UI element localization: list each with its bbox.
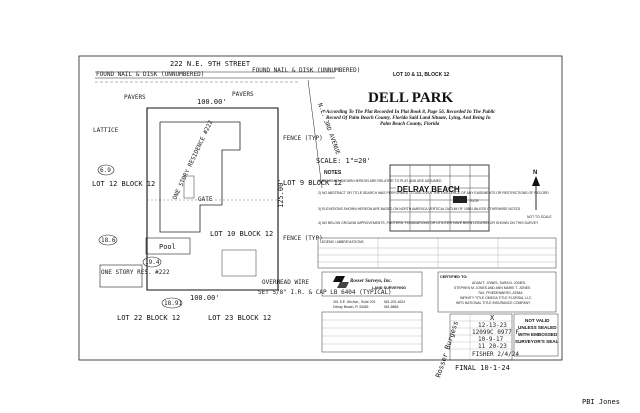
svg-text:WITH EMBOSSED: WITH EMBOSSED bbox=[518, 332, 558, 337]
pavers-label: PAVERS bbox=[124, 94, 146, 101]
field-panel: 12099C 0977 F bbox=[472, 329, 519, 336]
svg-text:6.9: 6.9 bbox=[100, 167, 111, 174]
subdivision-title: DELL PARK bbox=[368, 90, 453, 106]
certified-line-1: ADAM T. JONES, SARA N. JONES, bbox=[472, 281, 526, 285]
fence-label-2: FENCE (TYP) bbox=[283, 235, 323, 242]
field-flood-zone: X bbox=[490, 314, 495, 322]
stair-block bbox=[183, 175, 195, 199]
elevation-18-91: 18.91 bbox=[161, 297, 182, 309]
shed-outline bbox=[221, 249, 257, 277]
note-2: 2) NO ABSTRACT OR TITLE SEARCH WAS PERFO… bbox=[318, 191, 549, 195]
certified-line-3: TAX, FRIEDENBERG, ATIMA bbox=[478, 291, 523, 295]
not-to-scale-label: NOT TO SCALE bbox=[527, 215, 552, 219]
company-name: Rosser Surveys, Inc. bbox=[350, 279, 392, 284]
north-arrow-icon: N bbox=[532, 170, 540, 210]
legend-heading: LEGEND / ABBREVIATIONS bbox=[320, 240, 364, 244]
location-map: DELRAY BEACH SITE N NOT TO SCALE bbox=[389, 164, 552, 232]
elevation-19-4: 19.4 bbox=[142, 256, 162, 268]
overhead-wire-label: OVERHEAD WIRE bbox=[262, 279, 309, 286]
company-logo-icon bbox=[333, 276, 349, 288]
note-3: 3) ELEVATIONS SHOWN HEREON ARE BASED ON … bbox=[318, 207, 521, 211]
svg-text:NOT VALID: NOT VALID bbox=[525, 318, 550, 323]
company-block: Rosser Surveys, Inc. LAND SURVEYING 301 … bbox=[321, 271, 423, 353]
avenue-line bbox=[307, 79, 323, 189]
field-date-1: 12-13-23 bbox=[478, 322, 507, 329]
elevation-6-9: 6.9 bbox=[97, 164, 115, 176]
map-site-box bbox=[453, 196, 467, 203]
street-label: 222 N.E. 9TH STREET bbox=[170, 60, 251, 68]
not-valid-stamp: NOT VALID UNLESS SEALED WITH EMBOSSED SU… bbox=[513, 313, 559, 357]
lot22-label: LOT 22 BLOCK 12 bbox=[117, 314, 180, 322]
plat-line-2: Record Of Palm Beach County, Florida Sai… bbox=[326, 116, 491, 121]
company-fax: 561-8868 bbox=[384, 305, 398, 309]
gate-label: GATE bbox=[198, 196, 213, 203]
plat-line-3: Palm Beach County, Florida bbox=[380, 122, 440, 127]
map-site-label: SITE bbox=[470, 198, 479, 203]
residence-label: ONE STORY RESIDENCE #222 bbox=[171, 119, 214, 201]
pavers-label-2: PAVERS bbox=[232, 91, 254, 98]
certified-block: CERTIFIED TO: ADAM T. JONES, SARA N. JON… bbox=[437, 271, 557, 313]
lot-block-title: LOT 10 & 11, BLOCK 12 bbox=[393, 72, 449, 78]
svg-text:18.91: 18.91 bbox=[164, 300, 182, 307]
lot12-label: LOT 12 BLOCK 12 bbox=[92, 180, 155, 188]
pool-label: Pool bbox=[159, 243, 176, 251]
certified-line-2: STEPHEN M. JONES AND ANN MARIE T. JONES bbox=[454, 286, 531, 290]
small-building bbox=[99, 264, 143, 288]
field-drawn: FISHER 2/4/24 bbox=[472, 351, 519, 358]
lot10-label: LOT 10 BLOCK 12 bbox=[210, 230, 273, 238]
company-address-1: 301 S.E. 6th Ave., Suite 202 bbox=[333, 300, 375, 304]
plat-line-1: According To The Plat Recorded In Plat B… bbox=[325, 110, 496, 115]
lattice-label: LATTICE bbox=[93, 127, 119, 134]
field-date-2: 10-9-17 bbox=[478, 336, 504, 343]
note-4: 4) NO BELOW GROUND IMPROVEMENTS, FOOTERS… bbox=[318, 221, 539, 225]
residence-outline bbox=[159, 121, 241, 233]
certified-heading: CERTIFIED TO: bbox=[440, 275, 468, 279]
dim-bottom: 100.00' bbox=[190, 294, 220, 302]
cap-label: SET 5/8" I.R. & CAP LB 6404 (TYPICAL) bbox=[258, 289, 392, 296]
found-nail-right: FOUND NAIL & DISK (UNNUMBERED) bbox=[252, 67, 360, 74]
small-building-label: ONE STORY RES. #222 bbox=[101, 269, 170, 276]
sheet-border bbox=[78, 55, 563, 361]
property-boundary bbox=[146, 107, 279, 291]
found-nail-left: FOUND NAIL & DISK (UNNUMBERED) bbox=[96, 71, 204, 78]
footer-note: PBI Jones bbox=[582, 398, 620, 406]
map-city-label: DELRAY BEACH bbox=[397, 185, 460, 194]
dim-top: 100.00' bbox=[197, 98, 227, 106]
svg-text:SURVEYOR'S SEAL: SURVEYOR'S SEAL bbox=[515, 339, 559, 344]
elevation-18-6: 18.6 bbox=[98, 234, 118, 246]
lot9-label: LOT 9 BLOCK 12 bbox=[283, 179, 342, 187]
svg-text:19.4: 19.4 bbox=[145, 259, 160, 266]
dim-right: 125.00' bbox=[277, 178, 285, 208]
final-date: FINAL 10-1-24 bbox=[455, 364, 510, 372]
title-block: LOT 10 & 11, BLOCK 12 DELL PARK Accordin… bbox=[325, 72, 496, 127]
legend-grid: LEGEND / ABBREVIATIONS bbox=[317, 237, 557, 269]
svg-text:N: N bbox=[533, 170, 537, 176]
fence-label: FENCE (TYP) bbox=[283, 135, 323, 142]
fields-table: X 12-13-23 12099C 0977 F 10-9-17 11 20-2… bbox=[449, 313, 519, 361]
notes-block: NOTES 1) BEARINGS SHOWN HEREON ARE RELAT… bbox=[318, 170, 549, 225]
company-phone: 561-202-4624 bbox=[384, 300, 405, 304]
pool-outline bbox=[145, 237, 191, 255]
certified-line-4: INFINITY TITLE OMEGA TITLE FLORIDA, LLC bbox=[460, 296, 532, 300]
field-job: 11 20-23 bbox=[478, 343, 507, 350]
notes-heading: NOTES bbox=[324, 170, 342, 176]
note-1: 1) BEARINGS SHOWN HEREON ARE RELATIVE TO… bbox=[318, 179, 442, 183]
scale-label: SCALE: 1"=20' bbox=[316, 157, 371, 165]
company-address-2: Delray Beach, Fl 33483 bbox=[333, 305, 369, 309]
certified-line-5: WFG NATIONAL TITLE INSURANCE COMPANY bbox=[456, 301, 531, 305]
svg-text:UNLESS SEALED: UNLESS SEALED bbox=[518, 325, 557, 330]
lot23-label: LOT 23 BLOCK 12 bbox=[208, 314, 271, 322]
company-tag: LAND SURVEYING bbox=[372, 286, 406, 290]
svg-text:18.6: 18.6 bbox=[101, 237, 116, 244]
